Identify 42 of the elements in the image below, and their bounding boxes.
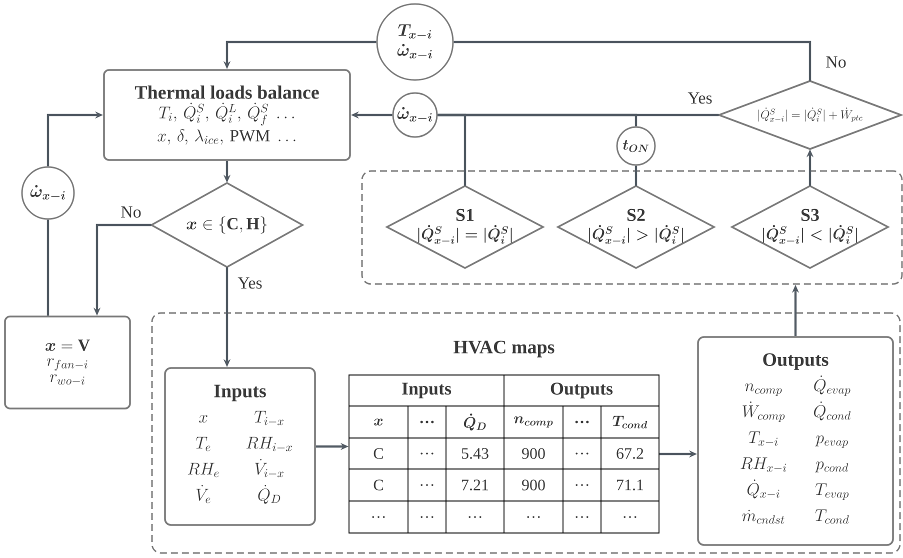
process-box: Outputs $n_{comp}$ $\dot{Q}_{evap}$ $\dot{W}_{comp}$ $\dot{Q}_{cond}$ $T_{x-i}$ $p_{evap}$ $RH_{x-i}$ $p_{cond}$ $\dot{Q}_{x-i}$ $T_{evap}$ $\dot{m}_{cndst}$ $T_{cond}$ [697, 336, 894, 546]
dashed-group-box [361, 170, 903, 285]
table-cell: C [374, 480, 383, 490]
table-cell: 67.2 [616, 448, 644, 459]
table-cell: … [575, 420, 589, 424]
process-box: $\boldsymbol{x} = \mathbf{V}$ $r_{fan-i}$ $r_{wo-i}$ [4, 316, 131, 410]
table-cell: … [468, 516, 482, 518]
connector-line [454, 40, 812, 81]
edge-label: No [119, 204, 143, 220]
process-box: Thermal loads balance $T_i,\, \dot{Q}_i^S,\, \dot{Q}_i^L,\, \dot{Q}_f^S\ \ldots$ $x,\, \delta,\, \lambda_{ice},\, \mathrm{PWM}\ \ldots$ [103, 69, 351, 161]
table-cell: $\boldsymbol{\dot{Q}_D}$ [464, 414, 486, 430]
table-cell: $\boldsymbol{x}$ [374, 418, 383, 426]
table-cell: … [420, 484, 434, 486]
connector-line [438, 114, 638, 126]
table-cell: … [420, 516, 434, 518]
table-cell: … [576, 516, 588, 518]
table-cell: $\boldsymbol{T_{cond}}$ [612, 416, 648, 428]
table-cell: … [624, 516, 636, 518]
table-cell: 7.21 [462, 480, 488, 490]
edge-label: Yes [236, 276, 264, 290]
table-cell: C [374, 448, 383, 459]
dashed-group-box [151, 312, 901, 554]
table-cell: … [576, 452, 588, 454]
group-heading: HVAC maps [454, 340, 554, 358]
data-table [348, 374, 660, 534]
table-cell: 5.43 [462, 448, 488, 459]
table-cell: 71.1 [617, 480, 644, 490]
table-cell: 900 [522, 480, 545, 490]
table-cell: … [420, 420, 434, 424]
table-cell: … [372, 516, 385, 518]
table-cell: … [527, 516, 540, 518]
connector-line [634, 166, 638, 186]
edge-label: Yes [686, 90, 714, 106]
table-cell: … [420, 452, 434, 454]
table-cell: $\boldsymbol{n_{comp}}$ [514, 416, 553, 428]
table-cell: … [576, 484, 588, 486]
connector-line [46, 220, 50, 316]
table-cell: Outputs [550, 382, 613, 398]
process-box: Inputs $x$ $T_{i-x}$ $T_e$ $RH_{i-x}$ $RH_e$ $\dot{V}_{i-x}$ $\dot{V}_e$ $\dot{Q}_D$ [164, 367, 316, 526]
table-cell: 900 [522, 448, 545, 459]
edge-label: No [824, 54, 848, 70]
table-cell: Inputs [402, 382, 452, 398]
